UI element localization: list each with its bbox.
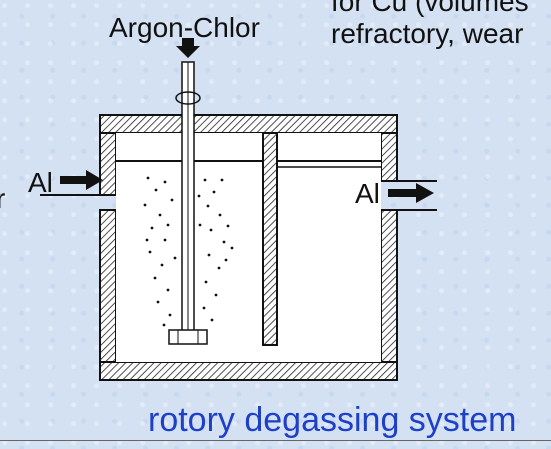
baffle-wall (262, 132, 278, 346)
vessel-right-wall-lower (380, 209, 398, 381)
outlet-label: Al (355, 178, 380, 209)
caption: rotory degassing system (148, 401, 517, 439)
arrow-right-icon (388, 183, 434, 203)
inlet-label: Al (28, 167, 53, 198)
vessel-right-wall-upper (380, 132, 398, 182)
arrow-right-icon (60, 170, 103, 190)
arrow-down-icon (176, 38, 200, 58)
impeller-icon (168, 329, 208, 345)
left-text-fragment: r (0, 183, 6, 214)
vessel-left-wall-lower (99, 209, 117, 381)
right-text-line-1: for Cu (volumes (331, 0, 529, 17)
vessel-left-wall (99, 132, 117, 196)
divider (0, 440, 551, 441)
gas-label: Argon-Chlor (109, 12, 260, 43)
gas-bubbles (143, 176, 234, 327)
vessel-lid (99, 114, 398, 134)
vessel-bottom (99, 361, 398, 381)
right-text-line-2: refractory, wear (331, 18, 524, 49)
vessel-interior (116, 133, 381, 362)
rotation-icon (175, 91, 201, 105)
